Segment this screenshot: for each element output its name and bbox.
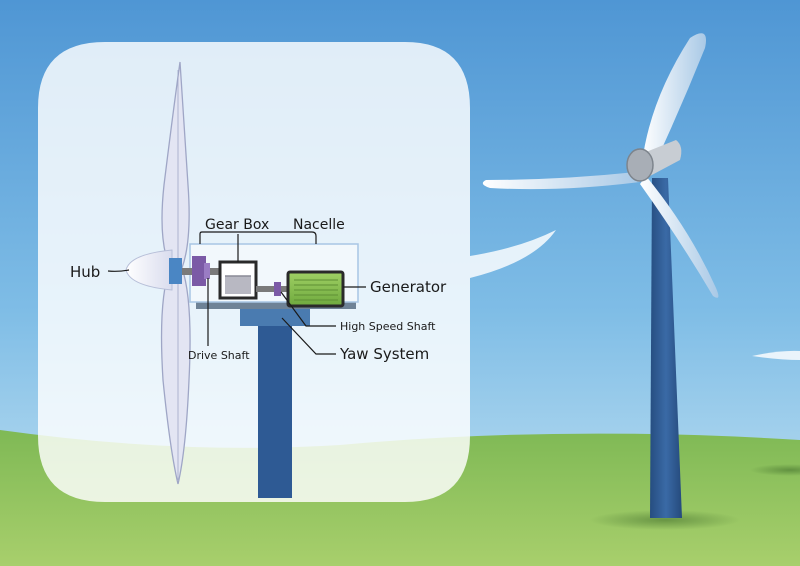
turbine-blade-upper [642, 33, 706, 170]
hub-connector [169, 258, 182, 284]
drive-coupling-inner [204, 263, 210, 279]
turbine-shadow [590, 510, 740, 530]
turbine-blade-left [482, 172, 640, 190]
gear-box-label: Gear Box [205, 217, 269, 233]
yaw-system-label: Yaw System [339, 345, 429, 363]
drive-coupling [192, 256, 206, 286]
turbine-tower [650, 178, 682, 518]
distant-shadow [750, 464, 800, 476]
hub-leader [107, 269, 130, 272]
yaw-system-leader [281, 317, 336, 355]
hub-label: Hub [70, 263, 100, 281]
high-speed-shaft [256, 286, 290, 292]
nacelle-floor [196, 302, 356, 309]
drive-shaft-label: Drive Shaft [188, 349, 250, 362]
distant-blade [752, 350, 800, 360]
tower-section [258, 316, 292, 498]
high-speed-coupling [274, 282, 281, 296]
nacelle-label: Nacelle [293, 217, 345, 233]
turbine-blade-lower [640, 176, 719, 298]
gear-box-fill [225, 276, 251, 294]
turbine-nacelle [646, 140, 682, 176]
high-speed-shaft-label: High Speed Shaft [340, 320, 436, 333]
yaw-base [240, 306, 310, 326]
nacelle-leader [199, 231, 317, 244]
turbine-hub [626, 148, 654, 182]
generator [286, 270, 345, 308]
generator-label: Generator [370, 278, 447, 296]
generator-windings [294, 279, 338, 301]
background-turbine [482, 33, 740, 530]
high-speed-shaft-leader [280, 291, 336, 327]
